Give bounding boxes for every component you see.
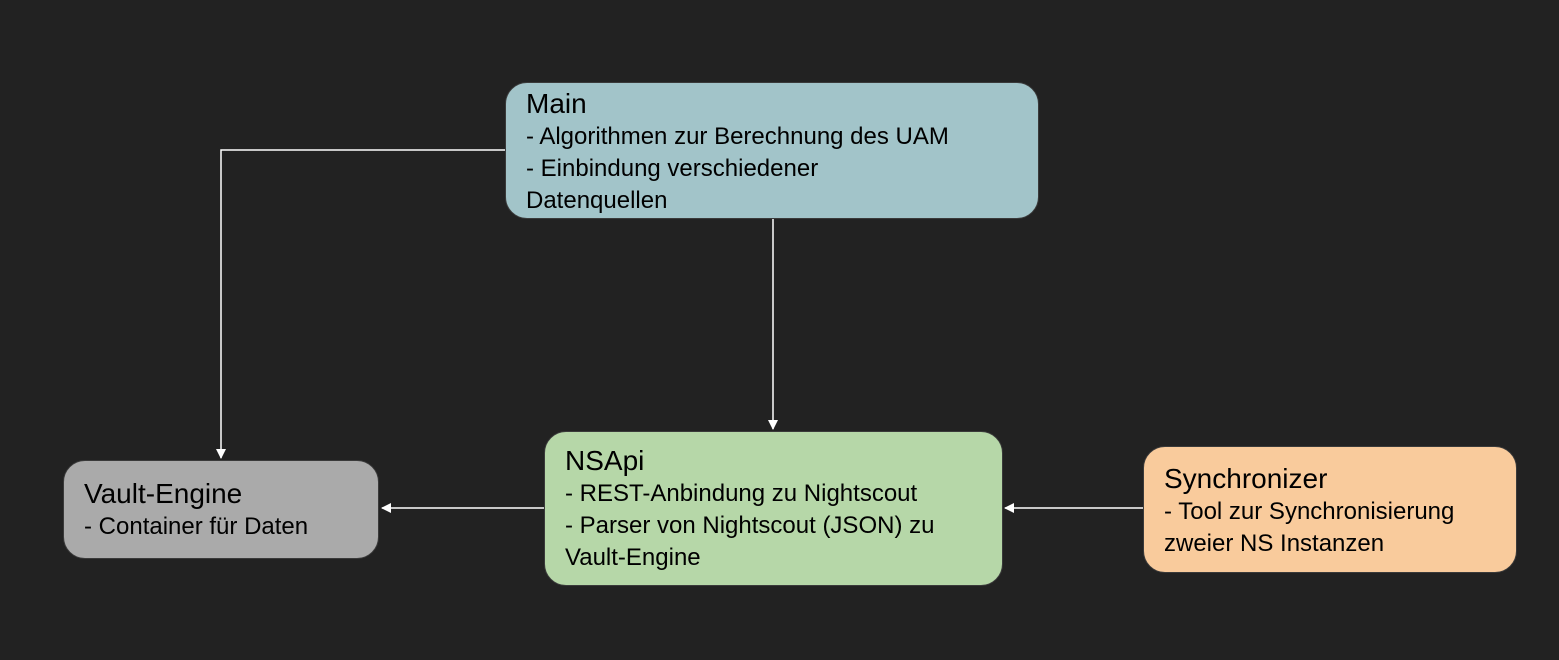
node-nsapi-line: Vault-Engine (565, 544, 701, 571)
node-nsapi-title: NSApi (565, 445, 645, 476)
node-synchronizer-title: Synchronizer (1164, 463, 1328, 494)
node-synchronizer-line: - Tool zur Synchronisierung (1164, 498, 1455, 525)
node-nsapi-line: - REST-Anbindung zu Nightscout (565, 480, 918, 507)
node-main-line: Datenquellen (526, 187, 668, 214)
node-synchronizer: Synchronizer - Tool zur Synchronisierung… (1143, 446, 1517, 573)
node-main-line: - Einbindung verschiedener (526, 155, 819, 182)
node-nsapi: NSApi - REST-Anbindung zu Nightscout - P… (544, 431, 1003, 586)
node-nsapi-line: - Parser von Nightscout (JSON) zu (565, 512, 935, 539)
edge-main-to-vault (216, 149, 505, 459)
node-vault-engine-title: Vault-Engine (84, 478, 243, 509)
node-main: Main - Algorithmen zur Berechnung des UA… (505, 82, 1039, 219)
node-synchronizer-line: zweier NS Instanzen (1164, 530, 1385, 557)
node-main-line: - Algorithmen zur Berechnung des UAM (526, 123, 949, 150)
node-main-title: Main (526, 88, 587, 119)
node-vault-engine-line: - Container für Daten (84, 513, 309, 540)
node-vault-engine: Vault-Engine - Container für Daten (63, 460, 379, 559)
